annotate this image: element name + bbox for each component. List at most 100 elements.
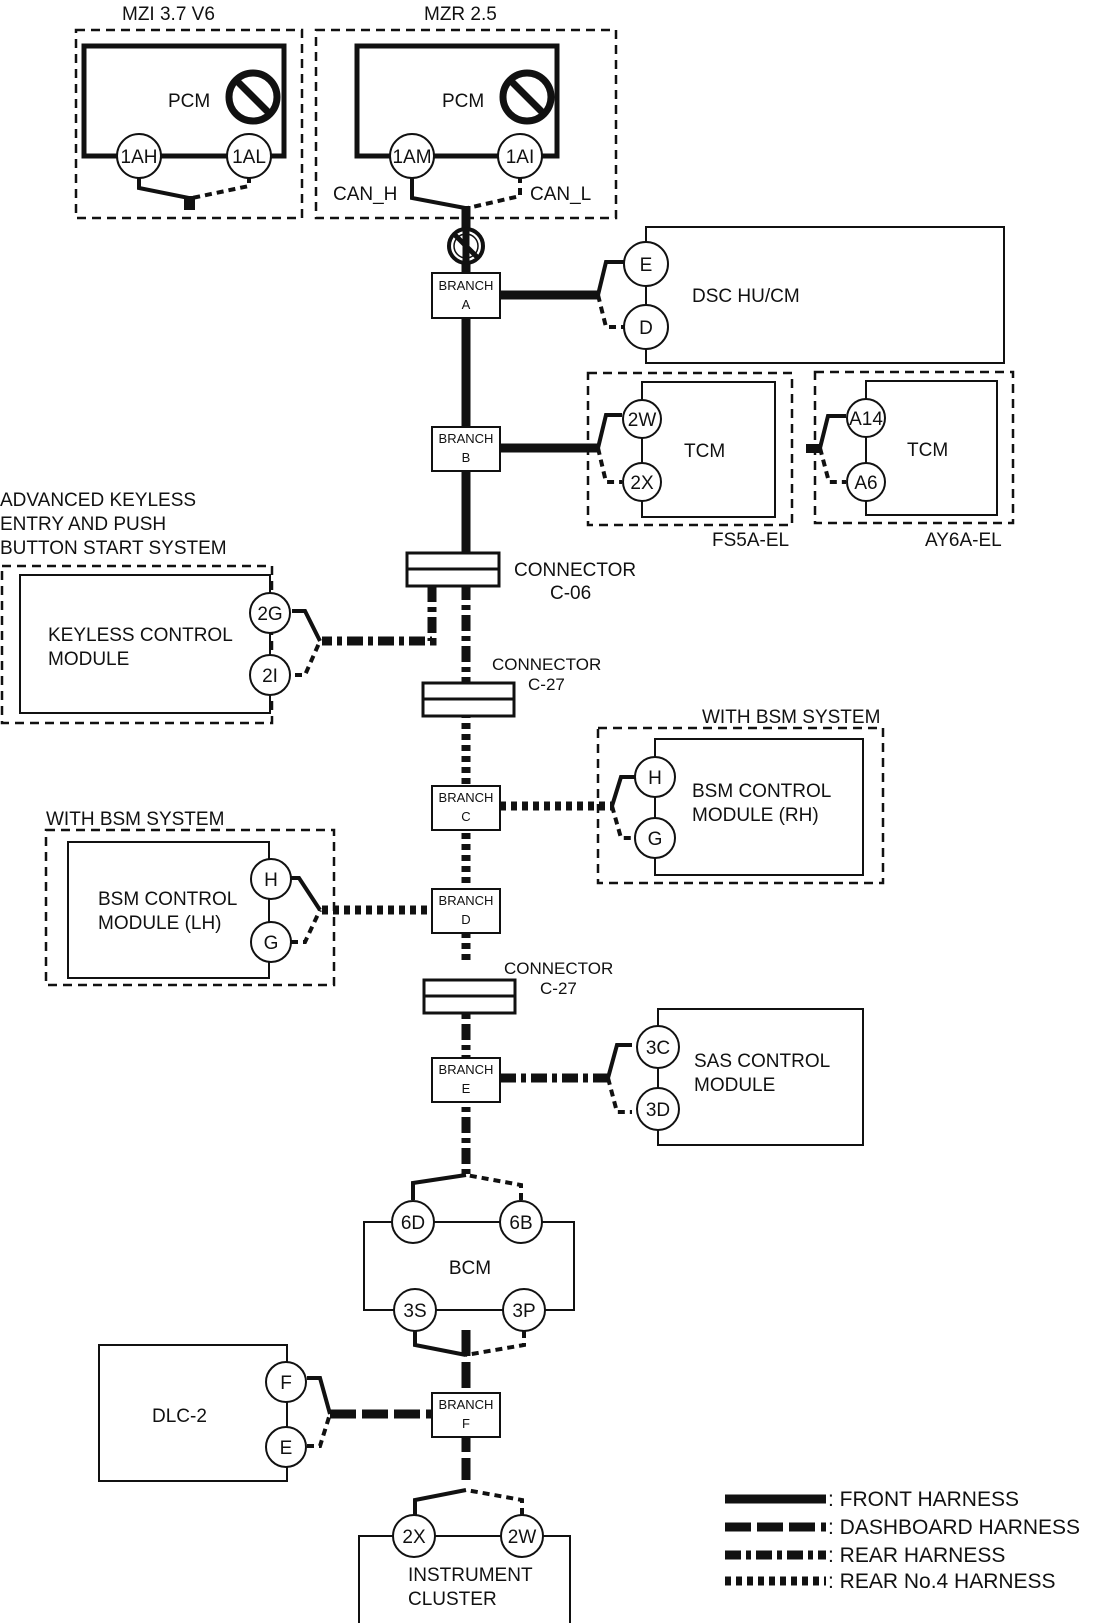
pin-bcm-3p: 3P bbox=[502, 1288, 546, 1332]
svg-text:MODULE (RH): MODULE (RH) bbox=[692, 805, 819, 826]
pin-1ai: 1AI bbox=[497, 133, 543, 179]
pin-dsc-e: E bbox=[623, 241, 669, 287]
svg-text:CONNECTOR: CONNECTOR bbox=[514, 560, 636, 581]
legend-rear: : REAR HARNESS bbox=[725, 1544, 1005, 1567]
svg-text:BRANCH: BRANCH bbox=[439, 893, 494, 908]
tcm-fs5a-module: 2W 2X TCM FS5A-EL bbox=[586, 371, 794, 551]
branch-e: BRANCH E bbox=[431, 1057, 608, 1103]
connector-c27-upper: CONNECTOR C-27 bbox=[421, 655, 601, 718]
pin-1am: 1AM bbox=[389, 133, 435, 179]
svg-text:: REAR No.4 HARNESS: : REAR No.4 HARNESS bbox=[828, 1570, 1056, 1593]
branch-d: BRANCH D bbox=[322, 888, 501, 934]
dsc-label: DSC HU/CM bbox=[692, 286, 800, 307]
tcm-ay6a-module: A14 A6 TCM AY6A-EL bbox=[806, 370, 1015, 551]
svg-text:WITH BSM SYSTEM: WITH BSM SYSTEM bbox=[702, 707, 880, 728]
svg-text:: REAR HARNESS: : REAR HARNESS bbox=[828, 1544, 1005, 1567]
svg-text:MODULE: MODULE bbox=[694, 1075, 775, 1096]
svg-text:E: E bbox=[640, 255, 653, 276]
svg-text:BRANCH: BRANCH bbox=[439, 278, 494, 293]
svg-text:BRANCH: BRANCH bbox=[439, 1062, 494, 1077]
svg-text:MODULE (LH): MODULE (LH) bbox=[98, 913, 222, 934]
svg-text:C-06: C-06 bbox=[550, 583, 591, 604]
svg-text:ENTRY AND PUSH: ENTRY AND PUSH bbox=[0, 514, 166, 535]
svg-text:1AL: 1AL bbox=[232, 147, 266, 168]
svg-text:F: F bbox=[280, 1373, 292, 1394]
branch-a: BRANCH A bbox=[431, 272, 598, 319]
dlc2-module: F E DLC-2 bbox=[98, 1344, 332, 1482]
tcm-fs5a-variant-label: FS5A-EL bbox=[712, 530, 789, 551]
svg-text:DLC-2: DLC-2 bbox=[152, 1406, 207, 1427]
branch-b: BRANCH B bbox=[431, 426, 598, 472]
pin-cluster-2x: 2X bbox=[392, 1514, 436, 1558]
tcm-ay6a-variant-label: AY6A-EL bbox=[925, 530, 1002, 551]
pin-bsm-rh-g: G bbox=[634, 817, 676, 859]
bsm-lh-module: WITH BSM SYSTEM H G BSM CONTROL MODULE (… bbox=[44, 809, 336, 987]
svg-text:C: C bbox=[461, 809, 470, 824]
svg-text:2G: 2G bbox=[257, 604, 282, 625]
legend-rear4: : REAR No.4 HARNESS bbox=[725, 1570, 1056, 1593]
pin-bcm-6b: 6B bbox=[499, 1200, 543, 1244]
instrument-cluster-module: 2X 2W INSTRUMENT CLUSTER bbox=[358, 1488, 571, 1623]
tcm-ay6a-label: TCM bbox=[907, 440, 948, 461]
pin-sas-3d: 3D bbox=[636, 1087, 680, 1131]
can-l-label: CAN_L bbox=[530, 184, 591, 205]
svg-text:1AI: 1AI bbox=[506, 147, 535, 168]
pcm-mzr-can-l-wire bbox=[467, 176, 522, 210]
pin-tcm-2w: 2W bbox=[622, 399, 662, 439]
svg-text:A14: A14 bbox=[849, 409, 883, 430]
pin-dlc-e: E bbox=[265, 1426, 307, 1468]
pin-1al: 1AL bbox=[226, 133, 272, 179]
svg-text:6B: 6B bbox=[509, 1213, 532, 1234]
svg-text:: FRONT HARNESS: : FRONT HARNESS bbox=[828, 1488, 1019, 1511]
pcm-mzi-label: PCM bbox=[168, 91, 210, 112]
pcm-mzr-title: MZR 2.5 bbox=[424, 4, 497, 25]
svg-text:D: D bbox=[639, 318, 653, 339]
pin-keyless-2i: 2I bbox=[249, 654, 291, 696]
svg-text:MODULE: MODULE bbox=[48, 649, 129, 670]
svg-text:B: B bbox=[462, 450, 471, 465]
pcm-mzi-can-l-wire bbox=[191, 176, 251, 200]
pin-bsm-rh-h: H bbox=[634, 756, 676, 798]
svg-text:BRANCH: BRANCH bbox=[439, 790, 494, 805]
sas-module: 3C 3D SAS CONTROL MODULE bbox=[606, 1008, 864, 1146]
bsm-rh-module: WITH BSM SYSTEM H G BSM CONTROL MODULE (… bbox=[596, 707, 885, 885]
svg-text:CLUSTER: CLUSTER bbox=[408, 1589, 497, 1610]
svg-text:H: H bbox=[648, 768, 662, 789]
svg-text:SAS CONTROL: SAS CONTROL bbox=[694, 1051, 830, 1072]
svg-text:BRANCH: BRANCH bbox=[439, 1397, 494, 1412]
no-entry-icon bbox=[499, 69, 555, 125]
pcm-mzi-optional-outline bbox=[74, 28, 304, 220]
pin-tcm-a14: A14 bbox=[846, 398, 886, 438]
pin-tcm-a6: A6 bbox=[846, 462, 886, 502]
connector-c27-lower: CONNECTOR C-27 bbox=[422, 959, 613, 1015]
svg-text:2W: 2W bbox=[628, 410, 657, 431]
branch-c: BRANCH C bbox=[431, 785, 612, 831]
svg-text:3P: 3P bbox=[512, 1301, 535, 1322]
svg-text:CONNECTOR: CONNECTOR bbox=[504, 959, 613, 978]
pin-bsm-lh-g: G bbox=[250, 921, 292, 963]
svg-text:3S: 3S bbox=[403, 1301, 426, 1322]
pin-sas-3c: 3C bbox=[636, 1025, 680, 1069]
svg-text:BSM CONTROL: BSM CONTROL bbox=[98, 889, 237, 910]
keyless-module: ADVANCED KEYLESS ENTRY AND PUSH BUTTON S… bbox=[0, 490, 437, 725]
svg-text:A: A bbox=[462, 297, 471, 312]
svg-text:2I: 2I bbox=[262, 666, 278, 687]
pin-1ah: 1AH bbox=[116, 133, 162, 179]
svg-text:G: G bbox=[264, 933, 279, 954]
svg-text:CONNECTOR: CONNECTOR bbox=[492, 655, 601, 674]
svg-text:3D: 3D bbox=[646, 1100, 670, 1121]
harness-legend: : FRONT HARNESS : DASHBOARD HARNESS : RE… bbox=[725, 1488, 1080, 1593]
pcm-mzi-harness-stub bbox=[184, 196, 195, 210]
svg-text:: DASHBOARD HARNESS: : DASHBOARD HARNESS bbox=[828, 1516, 1080, 1539]
svg-text:F: F bbox=[462, 1416, 470, 1431]
tcm-fs5a-label: TCM bbox=[684, 441, 725, 462]
pin-keyless-2g: 2G bbox=[249, 592, 291, 634]
svg-text:E: E bbox=[462, 1081, 471, 1096]
no-entry-small-icon bbox=[447, 227, 485, 265]
pin-dsc-d: D bbox=[623, 304, 669, 350]
no-entry-icon bbox=[225, 69, 281, 125]
dsc-module: E D DSC HU/CM bbox=[596, 226, 1005, 364]
connector-c06: CONNECTOR C-06 bbox=[405, 551, 636, 604]
pcm-mzr-can-h-wire bbox=[410, 178, 466, 210]
